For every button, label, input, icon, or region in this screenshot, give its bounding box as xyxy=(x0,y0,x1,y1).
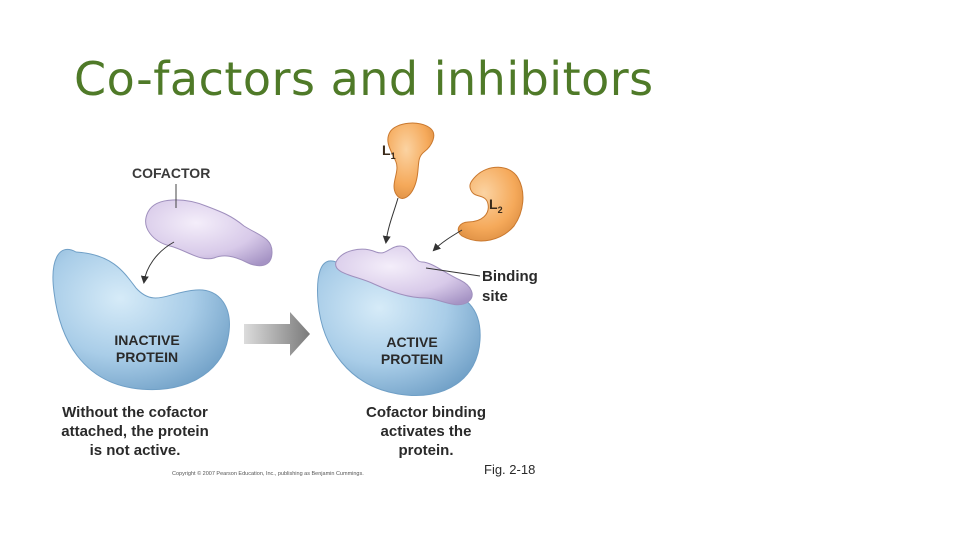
ligand-l1-label: L1 xyxy=(382,142,396,161)
figure-number: Fig. 2-18 xyxy=(484,462,536,477)
active-protein-label: ACTIVE PROTEIN xyxy=(380,334,444,367)
inactive-protein-label: INACTIVE PROTEIN xyxy=(114,332,180,365)
cofactor-shape-free xyxy=(145,199,273,267)
caption-inactive: Without the cofactor attached, the prote… xyxy=(61,404,209,459)
inactive-protein-shape xyxy=(52,249,230,391)
slide-title: Co-factors and inhibitors xyxy=(74,52,654,106)
l2-arrow xyxy=(432,229,463,252)
ligand-l1-shape xyxy=(387,122,435,199)
transition-arrow xyxy=(244,312,310,356)
binding-arrow-left xyxy=(140,241,175,284)
cofactor-shape-bound xyxy=(335,245,473,306)
ligand-l2-shape xyxy=(457,166,524,242)
figure-illustration xyxy=(52,122,524,396)
binding-site-label: Binding site xyxy=(482,268,538,305)
copyright-notice: Copyright © 2007 Pearson Education, Inc.… xyxy=(172,471,364,477)
l1-arrow xyxy=(382,197,399,244)
caption-active: Cofactor binding activates the protein. xyxy=(366,404,486,459)
cofactor-label: COFACTOR xyxy=(132,165,211,181)
cofactor-figure: COFACTOR L1 L2 INACTIVE PROTEIN ACTIVE P… xyxy=(36,112,556,488)
binding-site-leader xyxy=(425,267,481,277)
ligand-l2-label: L2 xyxy=(489,196,503,215)
